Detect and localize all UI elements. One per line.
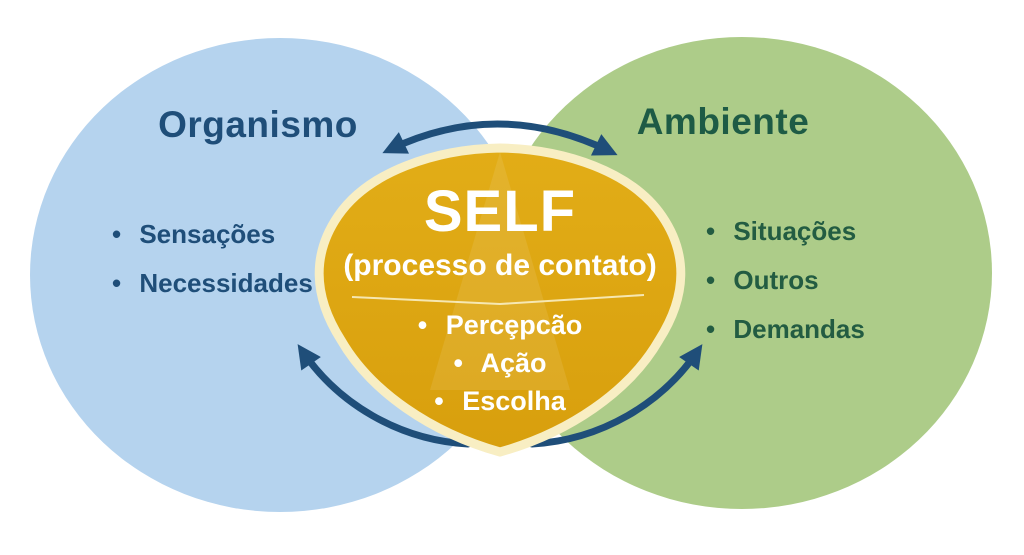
list-item-label: Ação bbox=[480, 348, 547, 378]
list-item: • Necessidades bbox=[112, 259, 313, 308]
list-item: • Escolha bbox=[322, 382, 678, 420]
list-item: • Ação bbox=[322, 344, 678, 382]
environment-list: • Situações • Outros • Demandas bbox=[706, 207, 865, 354]
self-divider bbox=[351, 294, 645, 306]
self-shape bbox=[314, 143, 686, 457]
list-item-label: Demandas bbox=[733, 314, 865, 344]
bullet-icon: • bbox=[434, 386, 444, 416]
list-item: • Demandas bbox=[706, 305, 865, 354]
self-subtitle: (processo de contato) bbox=[343, 249, 657, 282]
list-item-label: Situações bbox=[733, 216, 857, 246]
bullet-icon: • bbox=[417, 310, 428, 340]
exchange-arrow-icon bbox=[382, 120, 618, 156]
list-item: • Outros bbox=[706, 256, 865, 305]
bullet-icon: • bbox=[706, 314, 716, 344]
list-item-label: Percȩpcão bbox=[445, 310, 583, 340]
list-item-label: Necessidades bbox=[139, 268, 313, 298]
arrow-to-organism-icon bbox=[297, 344, 472, 448]
self-title: SELF bbox=[423, 179, 577, 244]
list-item-label: Sensações bbox=[139, 219, 276, 249]
organism-list: • Sensações • Necessidades bbox=[112, 210, 313, 308]
bullet-icon: • bbox=[706, 265, 716, 295]
arrow-to-environment-icon bbox=[528, 344, 703, 448]
list-item: • Situações bbox=[706, 207, 865, 256]
organism-title: Organismo bbox=[158, 104, 358, 145]
list-item-label: Escolha bbox=[462, 386, 566, 416]
bullet-icon: • bbox=[112, 268, 122, 298]
list-item-label: Outros bbox=[733, 265, 819, 295]
bullet-icon: • bbox=[112, 219, 122, 249]
self-list: • Percȩpcão • Ação • Escolha bbox=[322, 306, 678, 420]
bullet-icon: • bbox=[453, 348, 463, 378]
list-item: • Percȩpcão bbox=[322, 306, 678, 344]
bullet-icon: • bbox=[706, 216, 716, 246]
environment-title: Ambiente bbox=[636, 101, 810, 142]
self-shape-highlight bbox=[430, 152, 570, 390]
list-item: • Sensações bbox=[112, 210, 313, 259]
